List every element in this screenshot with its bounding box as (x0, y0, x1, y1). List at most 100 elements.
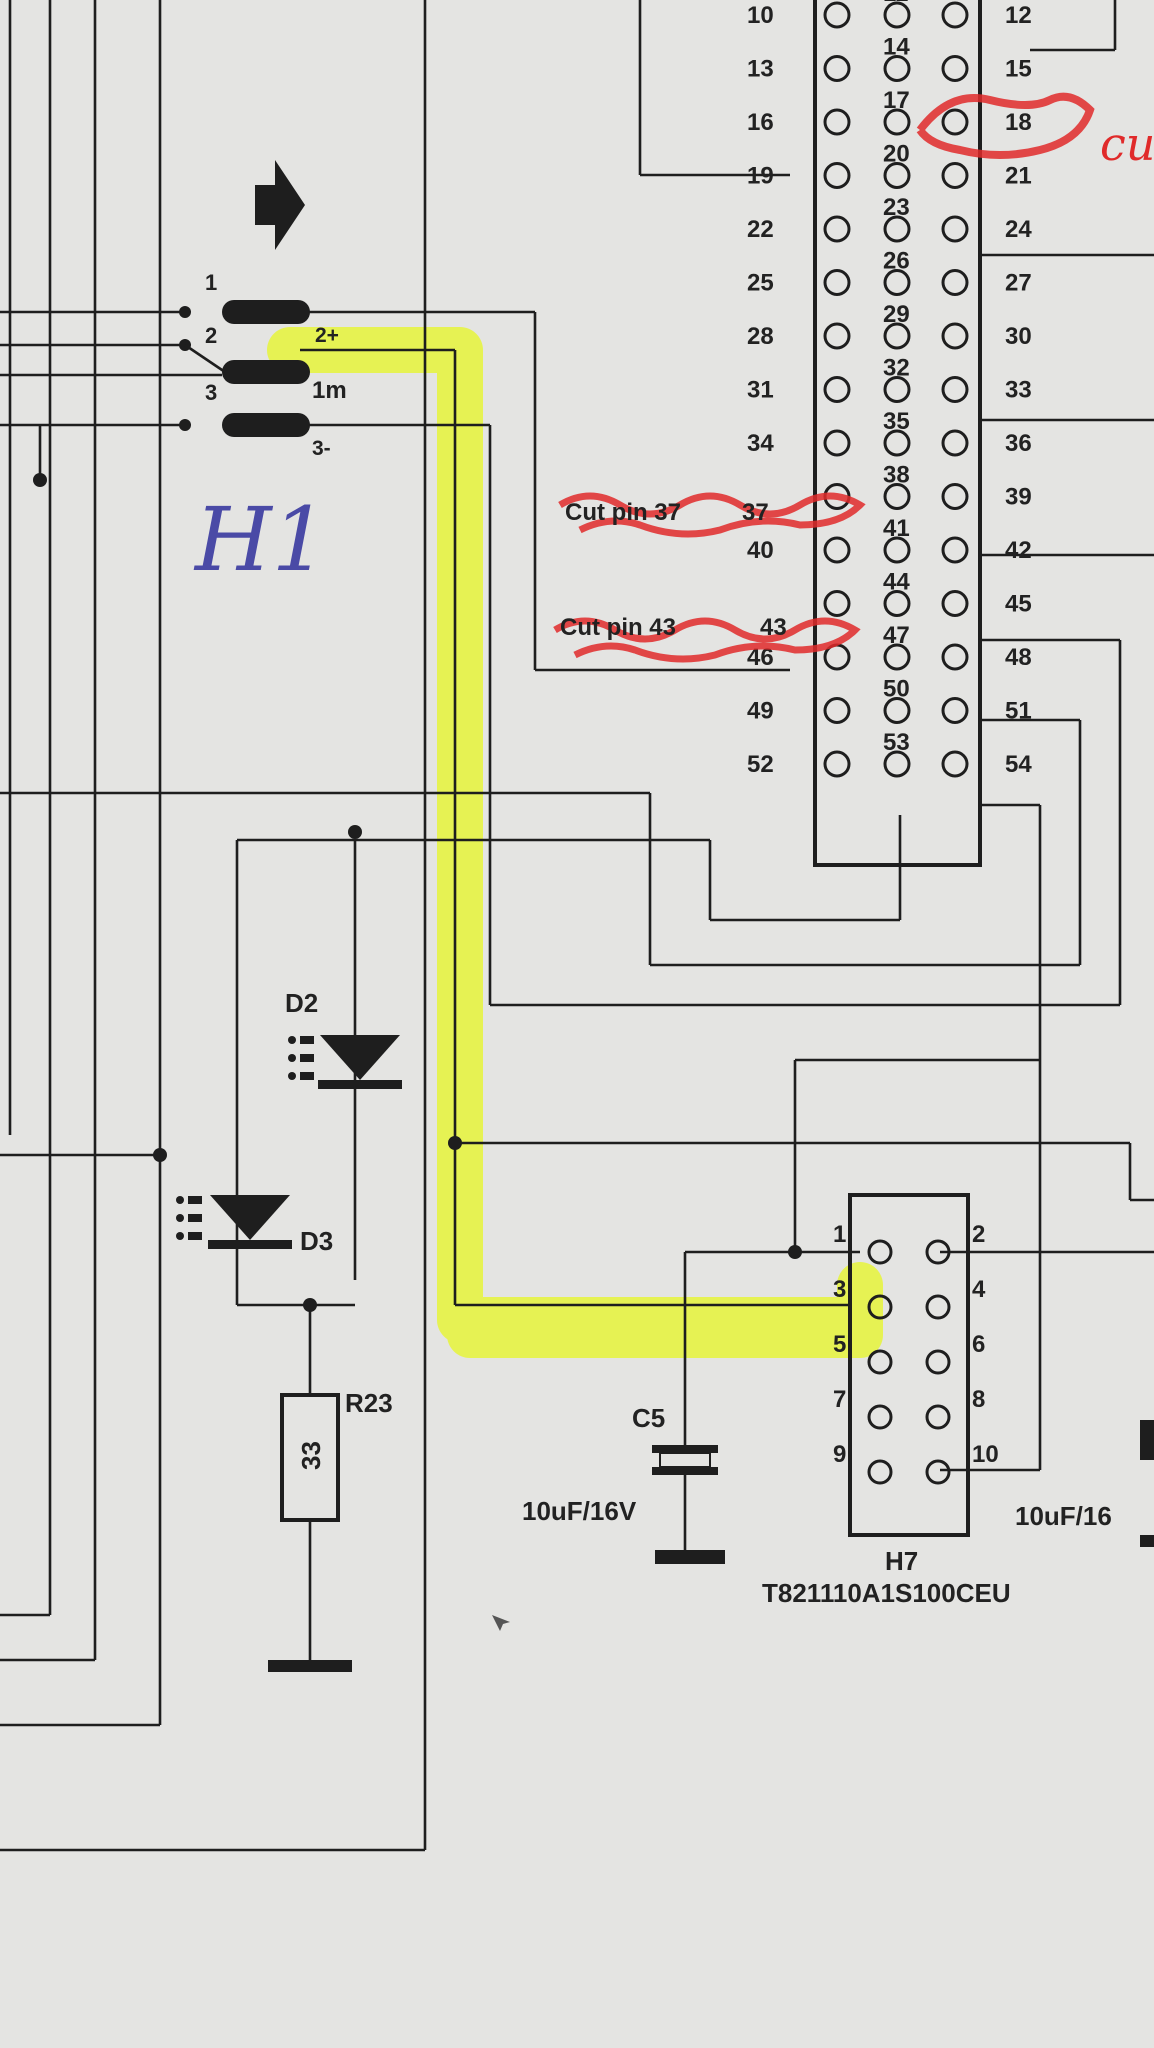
h7-pin-label-7: 7 (833, 1386, 846, 1413)
resistor-r23: 33 R23 (268, 1388, 393, 1672)
connector-pin-label-49: 49 (747, 698, 774, 725)
h1-pin-body-1 (222, 300, 310, 324)
connector-pins (823, 1, 969, 778)
connector-pin-51 (941, 697, 969, 724)
c5-ref: C5 (632, 1403, 665, 1433)
connector-pin-12 (941, 1, 969, 29)
connector-pin-label-20: 20 (883, 141, 910, 168)
connector-pin-13 (823, 55, 851, 82)
connector-pin-label-47: 47 (883, 622, 910, 649)
pen-mark-icon (492, 1615, 510, 1631)
connector-pin-label-22: 22 (747, 216, 774, 243)
connector-pin-50 (883, 697, 911, 724)
connector-pin-label-12: 12 (1005, 2, 1032, 29)
connector-pin-label-36: 36 (1005, 430, 1032, 457)
h1-pin-body-3 (222, 413, 310, 437)
connector-pin-26 (883, 269, 911, 296)
h1-component: 1 2 3 2+ 1m 3- H1 (179, 160, 347, 591)
connector-pin-22 (823, 215, 851, 243)
connector-pin-label-18: 18 (1005, 109, 1032, 136)
connector-pin-49 (823, 697, 851, 724)
connector-pin-30 (941, 322, 969, 350)
connector-pin-label-34: 34 (747, 430, 774, 457)
h7-pin-8 (925, 1404, 951, 1430)
connector-pin-34 (823, 429, 851, 457)
connector-pin-label-13: 13 (747, 56, 774, 83)
connector-pin-42 (941, 536, 969, 564)
connector-pin-label-17: 17 (883, 87, 910, 114)
connector-pin-35 (883, 429, 911, 457)
connector-pin-label-52: 52 (747, 751, 774, 778)
led-d3: D3 (176, 1195, 333, 1256)
r23-ref: R23 (345, 1388, 393, 1418)
h7-pin-7 (867, 1404, 893, 1430)
h1-signal-1m: 1m (312, 377, 347, 404)
led-diode-icon (320, 1035, 400, 1080)
connector-pin-label-10: 10 (747, 2, 774, 29)
connector-pin-25 (823, 269, 851, 296)
connector-pin-11 (883, 1, 911, 29)
h7-pin-label-2: 2 (972, 1221, 985, 1248)
h7-pin-label-8: 8 (972, 1386, 985, 1413)
connector-pin-labels: 1011121314151617181920212223242526272829… (747, 0, 1032, 778)
connector-pin-20 (883, 162, 911, 189)
h7-pin-label-4: 4 (972, 1276, 986, 1303)
connector-pin-10 (823, 1, 851, 29)
cut-partial-label: cu (1100, 117, 1154, 171)
connector-pin-47 (883, 643, 911, 671)
connector-pin-29 (883, 322, 911, 350)
connector-pin-label-41: 41 (883, 515, 910, 542)
light-rays-icon (288, 1036, 314, 1080)
connector-pin-48 (941, 643, 969, 671)
connector-pin-label-30: 30 (1005, 323, 1032, 350)
connector-pin-label-21: 21 (1005, 163, 1032, 190)
connector-pin-24 (941, 215, 969, 243)
connector-pin-40 (823, 536, 851, 564)
h7-pin-label-9: 9 (833, 1441, 846, 1468)
connector-pin-label-42: 42 (1005, 537, 1032, 564)
h1-signal-2plus: 2+ (315, 324, 339, 347)
connector-pin-17 (883, 108, 911, 136)
h1-pin-2: 2 (205, 323, 217, 348)
connector-pin-label-45: 45 (1005, 591, 1032, 618)
h1-signal-3minus: 3- (312, 437, 331, 460)
h7-pin-1 (867, 1239, 893, 1265)
connector-pin-label-19: 19 (747, 163, 774, 190)
h7-pin-label-5: 5 (833, 1331, 846, 1358)
connector-pin-38 (883, 483, 911, 510)
capacitor-right: 10uF/16 (1015, 1420, 1154, 1547)
connector-pin-label-39: 39 (1005, 484, 1032, 511)
capacitor-c5: C5 10uF/16V (522, 1403, 725, 1564)
connector-pin-27 (941, 269, 969, 296)
connector-pin-39 (941, 483, 969, 510)
connector-pin-label-44: 44 (883, 569, 910, 596)
led-diode-icon (210, 1195, 290, 1240)
h7-pin-10 (925, 1459, 951, 1485)
connector-pin-28 (823, 322, 851, 350)
connector-pin-53 (883, 750, 911, 778)
connector-pin-44 (883, 590, 911, 617)
connector-pin-16 (823, 108, 851, 136)
h1-pin-3: 3 (205, 380, 217, 405)
connector-pin-label-35: 35 (883, 408, 910, 435)
h7-pin-6 (925, 1349, 951, 1375)
h7-pin-label-1: 1 (833, 1221, 846, 1248)
connector-pin-label-24: 24 (1005, 216, 1032, 243)
connector-pin-14 (883, 55, 911, 82)
h7-pin-9 (867, 1459, 893, 1485)
connector-pin-label-28: 28 (747, 323, 774, 350)
h1-pin-body-2 (222, 360, 310, 384)
c5-value: 10uF/16V (522, 1496, 637, 1526)
ground-icon (268, 1660, 352, 1672)
connector-pin-label-31: 31 (747, 377, 774, 404)
connector-pin-32 (883, 376, 911, 403)
r23-value: 33 (296, 1441, 326, 1470)
connector-pin-label-40: 40 (747, 537, 774, 564)
led-d2: D2 (285, 988, 402, 1089)
h7-pin-label-3: 3 (833, 1276, 846, 1303)
connector-pin-54 (941, 750, 969, 778)
connector-pin-label-25: 25 (747, 270, 774, 297)
connector-pin-18 (941, 108, 969, 136)
